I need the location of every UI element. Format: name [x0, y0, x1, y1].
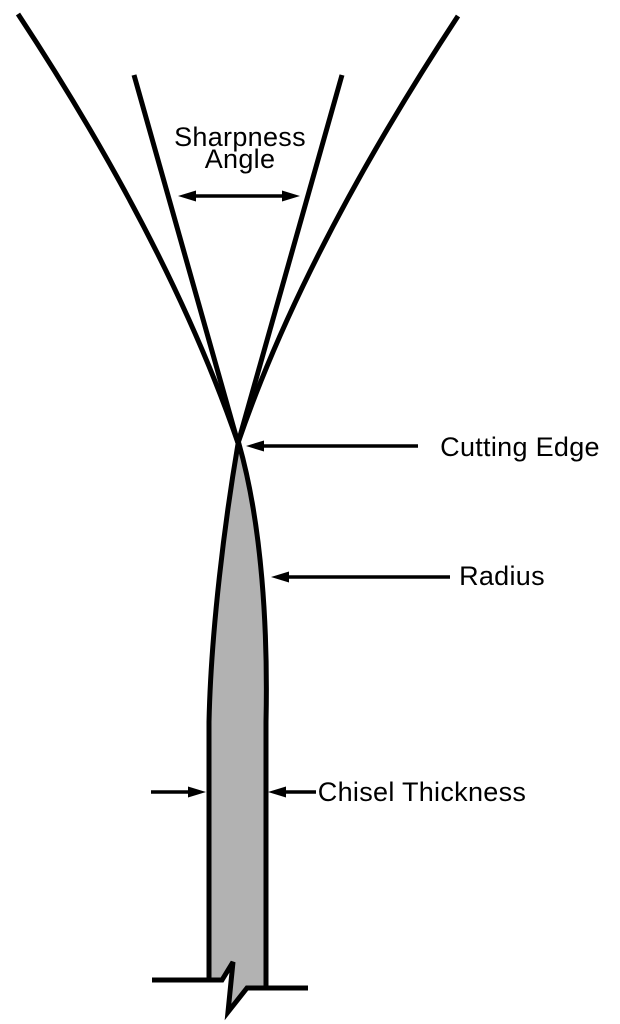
- outer-left-bevel-line: [15, 12, 241, 444]
- sharpness-angle-label: Sharpness Angle: [174, 122, 306, 174]
- chisel-thickness-right-arrowhead-icon: [268, 786, 286, 798]
- radius-label: Radius: [459, 561, 545, 591]
- sharpness-angle-label-line1: Sharpness: [174, 122, 306, 152]
- sharpness-angle-arrowhead-left-icon: [178, 190, 196, 202]
- radius-arrowhead-icon: [271, 571, 289, 583]
- blade-body-shape: [206, 441, 269, 1021]
- outer-right-bevel-line: [235, 14, 461, 444]
- chisel-thickness-left-arrowhead-icon: [188, 786, 206, 798]
- inner-left-bevel-line: [131, 74, 241, 444]
- sharpness-angle-arrowhead-right-icon: [282, 190, 300, 202]
- cutting-edge-label: Cutting Edge: [440, 432, 600, 462]
- inner-right-bevel-line: [235, 74, 345, 444]
- sharpness-angle-label-line2: Angle: [204, 144, 276, 174]
- cutting-edge-arrowhead-icon: [246, 440, 264, 452]
- chisel-thickness-label: Chisel Thickness: [317, 777, 527, 807]
